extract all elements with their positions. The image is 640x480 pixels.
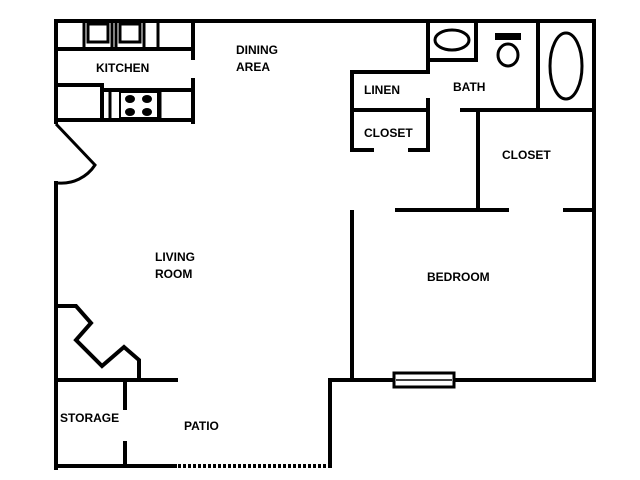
living-room-label-line2: ROOM: [155, 267, 193, 281]
exterior-walls: [54, 19, 596, 470]
bath-label: BATH: [453, 80, 486, 94]
storage-walls: [54, 378, 178, 468]
window-icon: [392, 371, 456, 389]
hall-closet-label: CLOSET: [364, 126, 413, 140]
dining-area-label-line1: DINING: [236, 43, 278, 57]
sink-icon: [433, 28, 471, 52]
bedroom-label: BEDROOM: [427, 270, 490, 284]
linen-label: LINEN: [364, 83, 400, 97]
bathtub-icon: [548, 31, 584, 101]
hall-closets: [350, 19, 430, 152]
patio-label: PATIO: [184, 419, 219, 433]
kitchen-label: KITCHEN: [96, 61, 150, 75]
fireplace-outline: [56, 304, 141, 382]
storage-label: STORAGE: [60, 411, 120, 425]
toilet-icon: [495, 33, 521, 68]
stove-icon: [119, 91, 159, 119]
bath-walls: [395, 19, 596, 212]
dining-area-label-line2: AREA: [236, 60, 271, 74]
entry-door-swing: [54, 122, 97, 185]
living-room-label-line1: LIVING: [155, 250, 196, 264]
bedroom-closet-label: CLOSET: [502, 148, 551, 162]
kitchen-cabinets: [54, 19, 195, 124]
